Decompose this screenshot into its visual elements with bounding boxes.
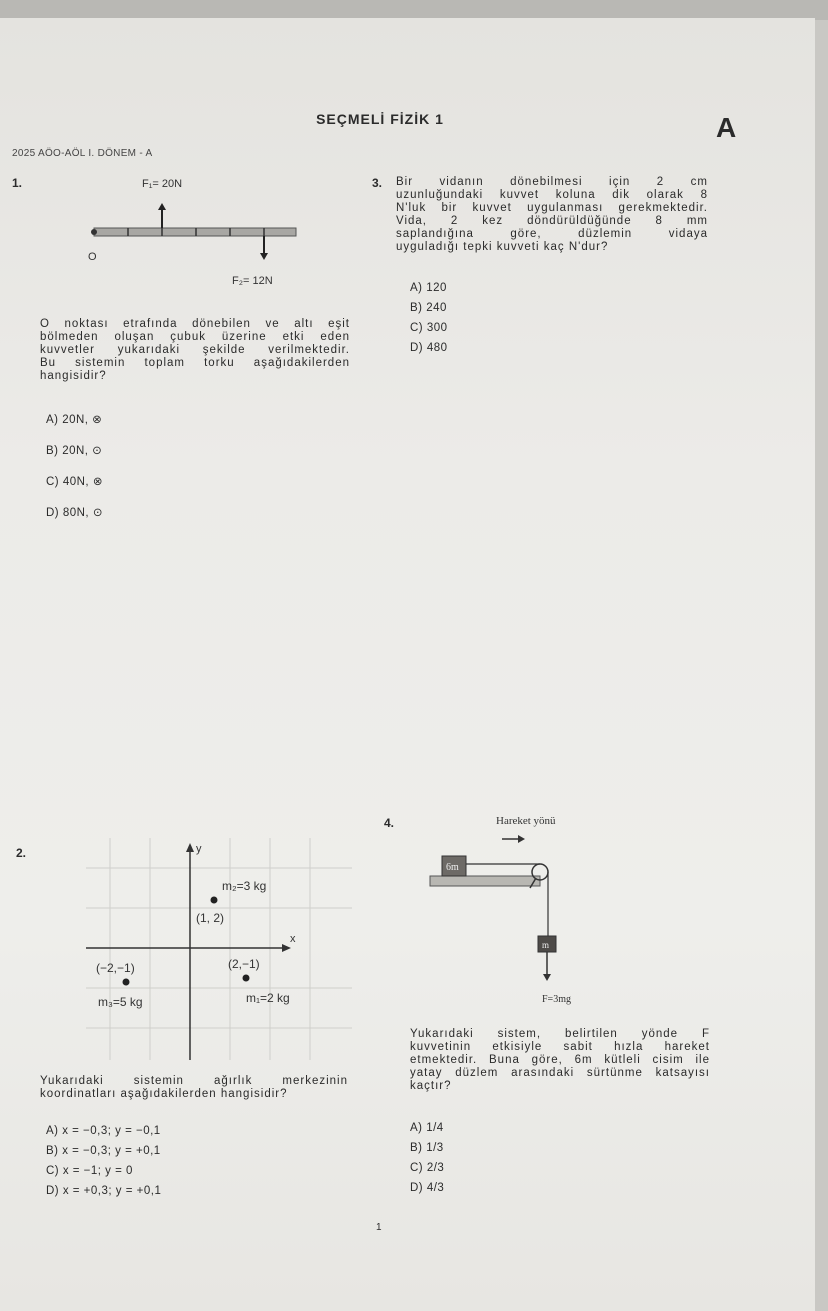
pivot-point xyxy=(91,229,97,235)
q4-option-d[interactable]: D) 4/3 xyxy=(410,1182,445,1194)
table-surface xyxy=(429,875,541,887)
pulley-diagram: Hareket yönü 6m m F=3mg xyxy=(429,815,571,1005)
question-1-text: O noktası etrafında dönebilen ve altı eş… xyxy=(40,318,350,383)
q3-line: uyguladığı tepki kuvveti kaç N'dur? xyxy=(396,241,609,253)
q3-line: Bir vidanın dönebilmesi için 2 cm xyxy=(396,176,708,188)
question-1-number: 1. xyxy=(12,176,23,190)
block-6m-label: 6m xyxy=(446,862,459,873)
force-f-label: F=3mg xyxy=(542,994,571,1005)
q4-line: kaçtır? xyxy=(410,1080,452,1092)
question-2-number: 2. xyxy=(16,846,27,860)
mass-m2-coord: (1, 2) xyxy=(196,911,224,925)
q2-option-a[interactable]: A) x = −0,3; y = −0,1 xyxy=(46,1125,161,1137)
q3-option-c[interactable]: C) 300 xyxy=(410,322,448,334)
hanging-block-label: m xyxy=(542,940,549,950)
q4-line: kuvvetinin etkisiyle sabit hızla hareket xyxy=(410,1041,710,1053)
background-sheet xyxy=(0,0,828,20)
force-f1-label: F₁= 20N xyxy=(142,178,182,190)
q1-line: bölmeden oluşan çubuk üzerine etki eden xyxy=(40,331,350,343)
q1-line: hangisidir? xyxy=(40,370,107,382)
q3-option-a[interactable]: A) 120 xyxy=(410,282,447,294)
q1-option-d[interactable]: D) 80N, ⊙ xyxy=(46,507,103,519)
mass-m2-label: m₂=3 kg xyxy=(222,879,266,893)
q1-option-c[interactable]: C) 40N, ⊗ xyxy=(46,476,103,488)
q3-line: N'luk bir kuvvet uygulanması gerekmekted… xyxy=(396,202,708,214)
grid-lines xyxy=(86,838,352,1060)
mass-m2-point xyxy=(210,896,218,904)
q1-option-b[interactable]: B) 20N, ⊙ xyxy=(46,445,103,457)
mass-m3-point xyxy=(122,978,130,986)
q4-option-c[interactable]: C) 2/3 xyxy=(410,1162,445,1174)
force-f2-label: F₂= 12N xyxy=(232,275,273,287)
q4-line: yatay düzlem arasındaki sürtünme katsayı… xyxy=(410,1067,710,1079)
pivot-label: O xyxy=(88,251,97,263)
q2-line: koordinatları aşağıdakilerden hangisidir… xyxy=(40,1088,288,1100)
question-3-text: Bir vidanın dönebilmesi için 2 cm uzunlu… xyxy=(396,176,708,254)
q2-line: Yukarıdaki sistemin ağırlık merkezinin xyxy=(40,1075,348,1087)
question-2-text: Yukarıdaki sistemin ağırlık merkezinin k… xyxy=(40,1075,348,1101)
q4-option-b[interactable]: B) 1/3 xyxy=(410,1142,444,1154)
question-3-number: 3. xyxy=(372,176,383,190)
booklet-letter: A xyxy=(716,112,737,143)
lever-rod xyxy=(93,227,297,237)
mass-m3-coord: (−2,−1) xyxy=(96,961,135,975)
q2-option-c[interactable]: C) x = −1; y = 0 xyxy=(46,1165,133,1177)
coordinate-diagram: y x m₂=3 kg (1, 2) (−2,−1) m₃=5 kg (2,−1… xyxy=(86,838,352,1060)
q1-line: kuvvetler yukarıdaki şekilde verilmekted… xyxy=(40,344,350,356)
page-number: 1 xyxy=(376,1222,382,1233)
q3-line: saplandığına göre, düzlemin vidaya xyxy=(396,228,708,240)
mass-m1-point xyxy=(242,974,250,982)
q3-line: Vida, 2 kez döndürüldüğünde 8 mm xyxy=(396,215,708,227)
exam-info: 2025 AÖO-AÖL I. DÖNEM - A xyxy=(12,148,153,159)
direction-label: Hareket yönü xyxy=(496,815,556,827)
q1-line: Bu sistemin toplam torku aşağıdakilerden xyxy=(40,357,350,369)
q1-line: O noktası etrafında dönebilen ve altı eş… xyxy=(40,318,350,330)
question-4-number: 4. xyxy=(384,816,395,830)
q4-option-a[interactable]: A) 1/4 xyxy=(410,1122,444,1134)
q1-option-a[interactable]: A) 20N, ⊗ xyxy=(46,414,103,426)
q3-line: uzunluğundaki kuvvet koluna dik olarak 8 xyxy=(396,189,708,201)
question-4-text: Yukarıdaki sistem, belirtilen yönde F ku… xyxy=(410,1028,710,1093)
q4-line: etmektedir. Buna göre, 6m kütleli cisim … xyxy=(410,1054,710,1066)
q2-option-d[interactable]: D) x = +0,3; y = +0,1 xyxy=(46,1185,162,1197)
mass-m1-label: m₁=2 kg xyxy=(246,991,290,1005)
y-axis-label: y xyxy=(196,843,202,855)
q3-option-d[interactable]: D) 480 xyxy=(410,342,448,354)
x-axis-label: x xyxy=(290,933,296,945)
q4-line: Yukarıdaki sistem, belirtilen yönde F xyxy=(410,1028,710,1040)
mass-m1-coord: (2,−1) xyxy=(228,957,260,971)
page-title: SEÇMELİ FİZİK 1 xyxy=(316,111,444,127)
block-6m xyxy=(441,855,467,877)
q3-option-b[interactable]: B) 240 xyxy=(410,302,447,314)
q2-option-b[interactable]: B) x = −0,3; y = +0,1 xyxy=(46,1145,161,1157)
lever-diagram: O F₁= 20N F₂= 12N xyxy=(88,178,297,287)
mass-m3-label: m₃=5 kg xyxy=(98,995,143,1009)
